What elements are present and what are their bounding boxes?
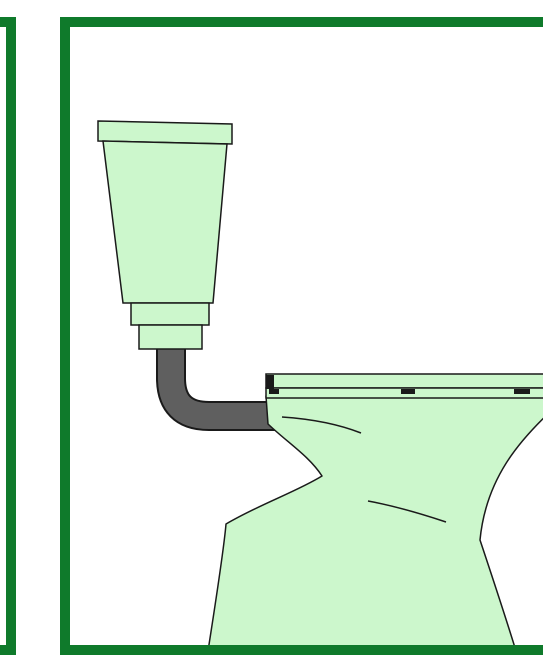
left-panel-frame [0, 22, 11, 650]
seat-lid [266, 374, 543, 388]
seat-bumper-left [269, 389, 279, 394]
cistern-outlet [139, 325, 202, 349]
seat-bumper-right [514, 389, 530, 394]
toilet-bowl-icon [208, 396, 543, 651]
cistern-lid [98, 121, 232, 144]
toilet-seat-icon [266, 374, 543, 398]
seat-bumper-middle [401, 389, 415, 394]
cistern-tank [103, 141, 227, 303]
cistern-icon [98, 121, 232, 349]
cistern-neck [131, 303, 209, 325]
seat-hinge [266, 375, 274, 389]
